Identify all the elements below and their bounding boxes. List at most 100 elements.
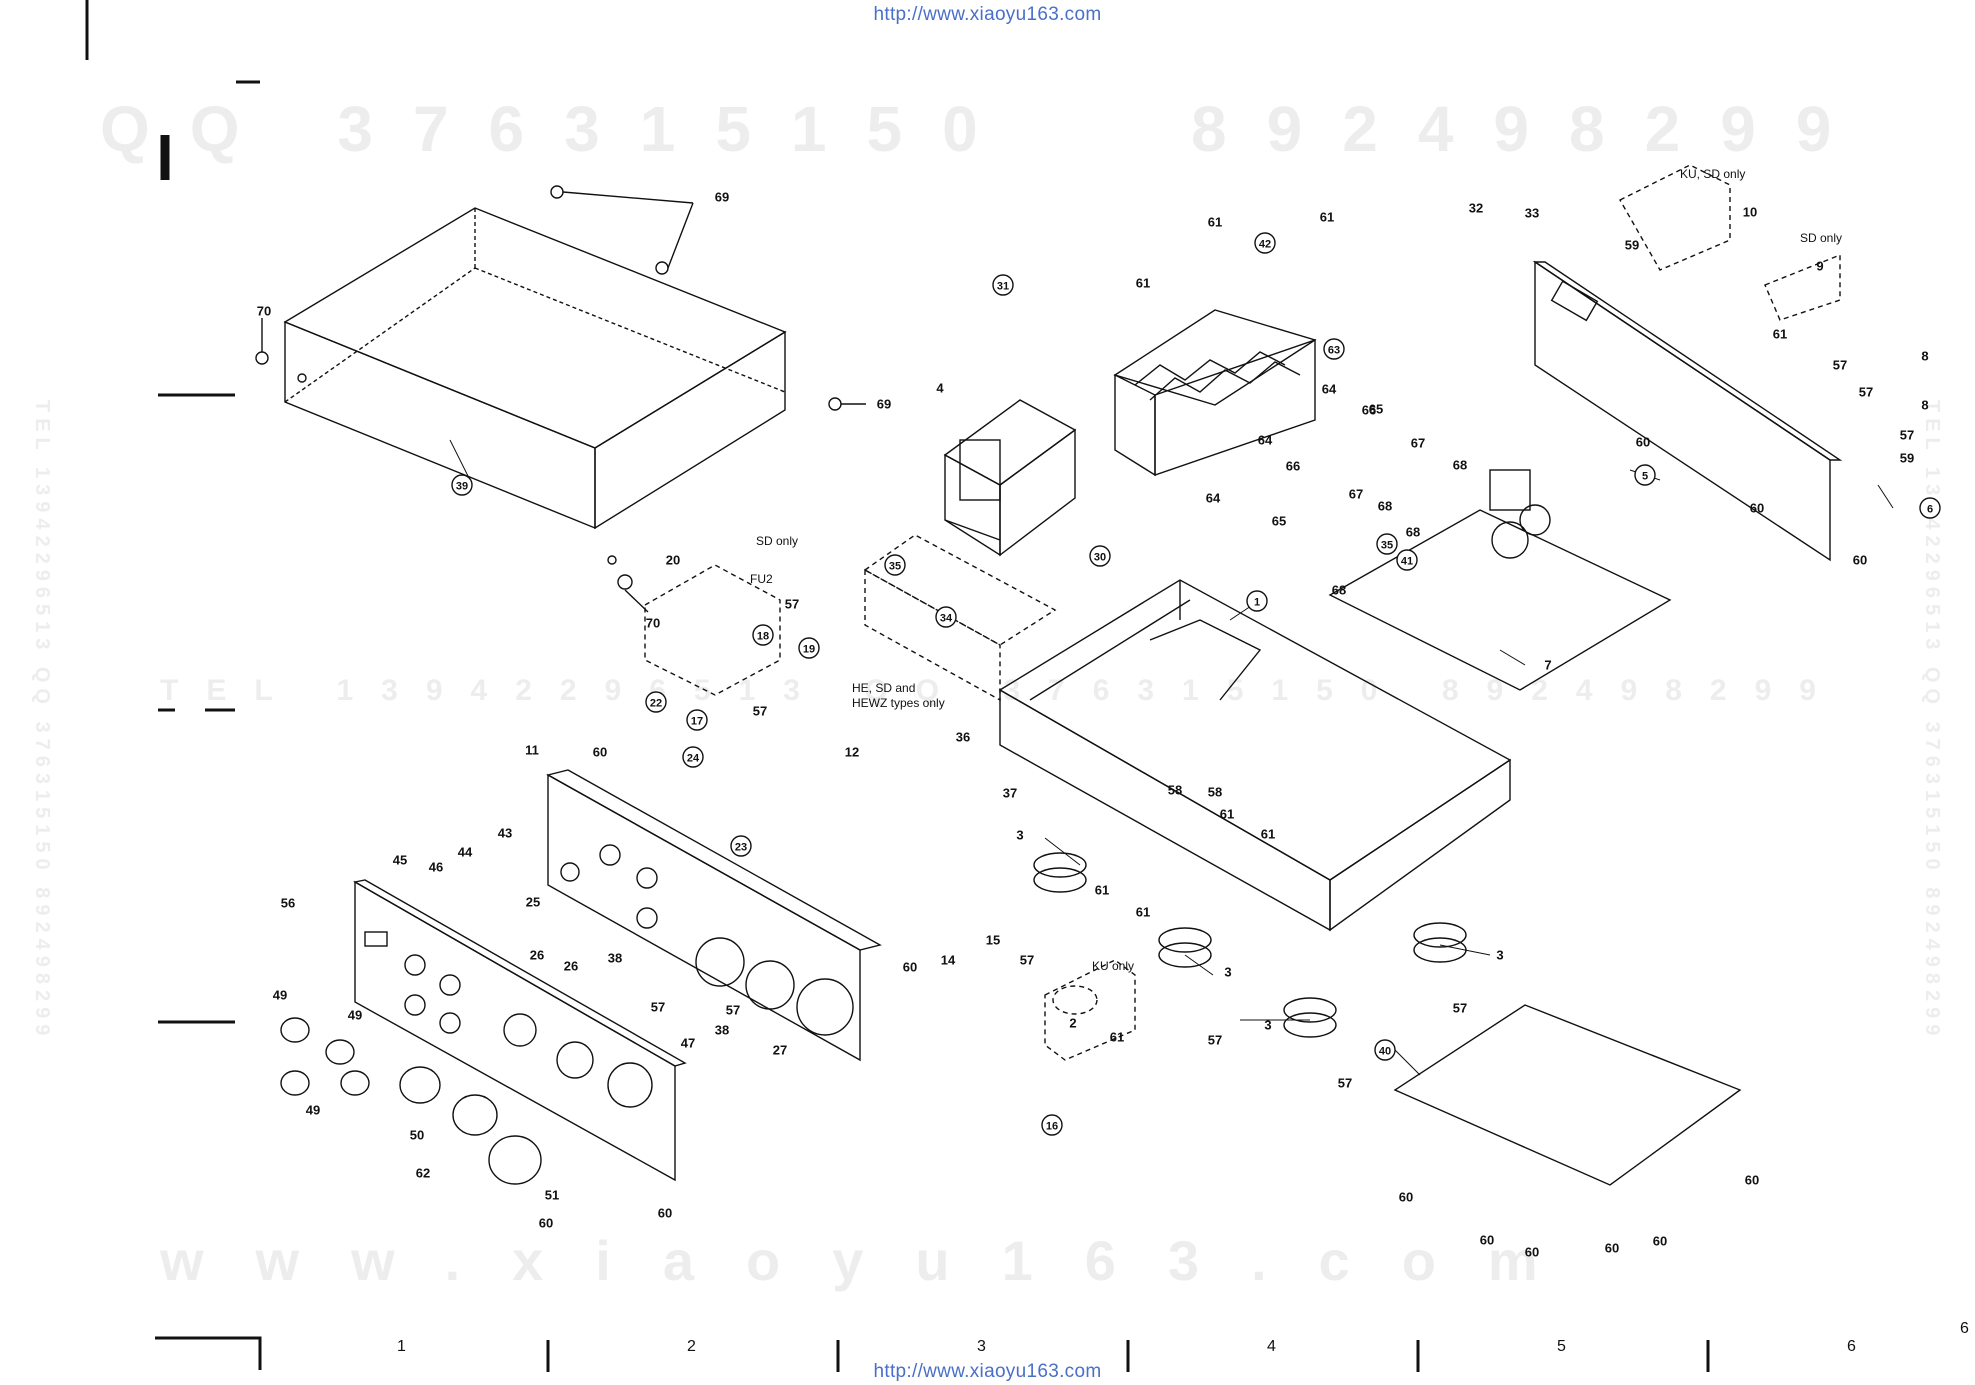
note-he-sd-hewz-line2: HEWZ types only [852, 696, 945, 710]
callout-circle-18 [752, 624, 774, 646]
callout-circle-16 [1041, 1114, 1063, 1136]
callout-label-60: 60 [1750, 501, 1764, 516]
callout-label-68: 68 [1406, 525, 1420, 540]
note-he-sd-hewz-line1: HE, SD and [852, 681, 915, 695]
callout-label-61: 61 [1136, 905, 1150, 920]
callout-label-11: 11 [525, 743, 539, 758]
callout-label-60: 60 [903, 960, 917, 975]
callout-label-24: 24 [687, 753, 700, 765]
callout-label-8: 8 [1921, 398, 1928, 413]
callout-label-19: 19 [803, 644, 815, 656]
callout-label-60: 60 [658, 1206, 672, 1221]
callout-label-37: 37 [1003, 786, 1017, 801]
callout-label-7: 7 [1544, 658, 1551, 673]
callout-circle-17 [686, 709, 708, 731]
callout-label-65: 65 [1369, 402, 1383, 417]
heat-sink [1113, 309, 1317, 477]
callout-label-68: 68 [1332, 583, 1346, 598]
front-panel [353, 879, 687, 1182]
callout-label-59: 59 [1625, 238, 1639, 253]
callout-label-57: 57 [1020, 953, 1034, 968]
callout-label-64: 64 [1258, 433, 1273, 448]
callout-label-58: 58 [1168, 783, 1182, 798]
callout-label-3: 3 [1016, 828, 1023, 843]
callout-label-70: 70 [646, 616, 660, 631]
callout-label-67: 67 [1349, 487, 1363, 502]
callout-label-4: 4 [936, 381, 944, 396]
note-ku-sd-only: KU, SD only [1680, 167, 1745, 181]
bottom-plate [1393, 1004, 1742, 1186]
callout-label-5: 5 [1642, 471, 1648, 483]
callout-circle-41 [1396, 549, 1418, 571]
cover-screws [255, 185, 866, 613]
callout-label-40: 40 [1379, 1046, 1391, 1058]
callout-label-57: 57 [1338, 1076, 1352, 1091]
callout-label-57: 57 [1453, 1001, 1467, 1016]
callout-circle-22 [645, 691, 667, 713]
callout-label-10: 10 [1743, 205, 1757, 220]
callout-label-61: 61 [1220, 807, 1234, 822]
callout-label-33: 33 [1525, 206, 1539, 221]
callout-label-61: 61 [1261, 827, 1275, 842]
callout-label-44: 44 [458, 845, 473, 860]
callout-label-38: 38 [715, 1023, 729, 1038]
callout-label-34: 34 [940, 613, 953, 625]
bottom-url[interactable]: http://www.xiaoyu163.com [873, 1361, 1102, 1382]
callout-label-35: 35 [889, 561, 901, 573]
callout-label-60: 60 [1399, 1190, 1413, 1205]
callout-label-18: 18 [757, 631, 769, 643]
callout-label-57: 57 [753, 704, 767, 719]
pcb-power-amp [1328, 469, 1672, 691]
callout-label-3: 3 [1496, 948, 1503, 963]
callout-label-57: 57 [726, 1003, 740, 1018]
callout-label-57: 57 [1859, 385, 1873, 400]
callout-label-68: 68 [1378, 499, 1392, 514]
callout-label-70: 70 [257, 304, 271, 319]
callout-label-49: 49 [306, 1103, 320, 1118]
callout-label-25: 25 [526, 895, 540, 910]
callout-circle-24 [682, 746, 704, 768]
power-transformer [943, 399, 1077, 557]
callout-label-60: 60 [1745, 1173, 1759, 1188]
callout-label-64: 64 [1322, 382, 1337, 397]
column-number-3: 3 [977, 1338, 986, 1355]
callout-circle-1 [1246, 590, 1268, 612]
callout-label-31: 31 [997, 281, 1009, 293]
callout-circle-30 [1089, 545, 1111, 567]
top-url[interactable]: http://www.xiaoyu163.com [873, 4, 1102, 25]
callout-circle-39 [451, 474, 473, 496]
callout-circle-5 [1634, 464, 1656, 486]
callout-label-6: 6 [1927, 504, 1933, 516]
callout-label-12: 12 [845, 745, 859, 760]
callout-label-1: 1 [1254, 597, 1260, 609]
callout-label-60: 60 [1480, 1233, 1494, 1248]
callout-label-38: 38 [608, 951, 622, 966]
callout-label-30: 30 [1094, 552, 1106, 564]
callout-label-64: 64 [1206, 491, 1221, 506]
note-ku-only: KU only [1092, 959, 1134, 973]
callout-label-9: 9 [1816, 259, 1823, 274]
note-labels: KU, SD only SD only SD only FU2 HE, SD a… [750, 167, 1842, 973]
callout-label-20: 20 [666, 553, 680, 568]
callout-circle-63 [1323, 338, 1345, 360]
callout-label-69: 69 [715, 190, 729, 205]
column-number-2: 2 [687, 1338, 696, 1355]
callout-label-61: 61 [1208, 215, 1222, 230]
callout-label-57: 57 [651, 1000, 665, 1015]
callout-label-27: 27 [773, 1043, 787, 1058]
callout-label-66: 66 [1286, 459, 1300, 474]
callout-label-32: 32 [1469, 201, 1483, 216]
callout-label-58: 58 [1208, 785, 1222, 800]
callout-label-49: 49 [273, 988, 287, 1003]
callout-circle-35 [884, 554, 906, 576]
callout-label-51: 51 [545, 1188, 559, 1203]
callout-label-66: 66 [1362, 403, 1376, 418]
callout-label-65: 65 [1272, 514, 1286, 529]
column-number-4: 4 [1267, 1338, 1276, 1355]
note-sd-only-fuse: SD only [756, 534, 798, 548]
callout-label-42: 42 [1259, 239, 1271, 251]
callout-label-60: 60 [1525, 1245, 1539, 1260]
top-cover [283, 207, 787, 565]
column-number-6: 6 [1847, 1338, 1856, 1355]
